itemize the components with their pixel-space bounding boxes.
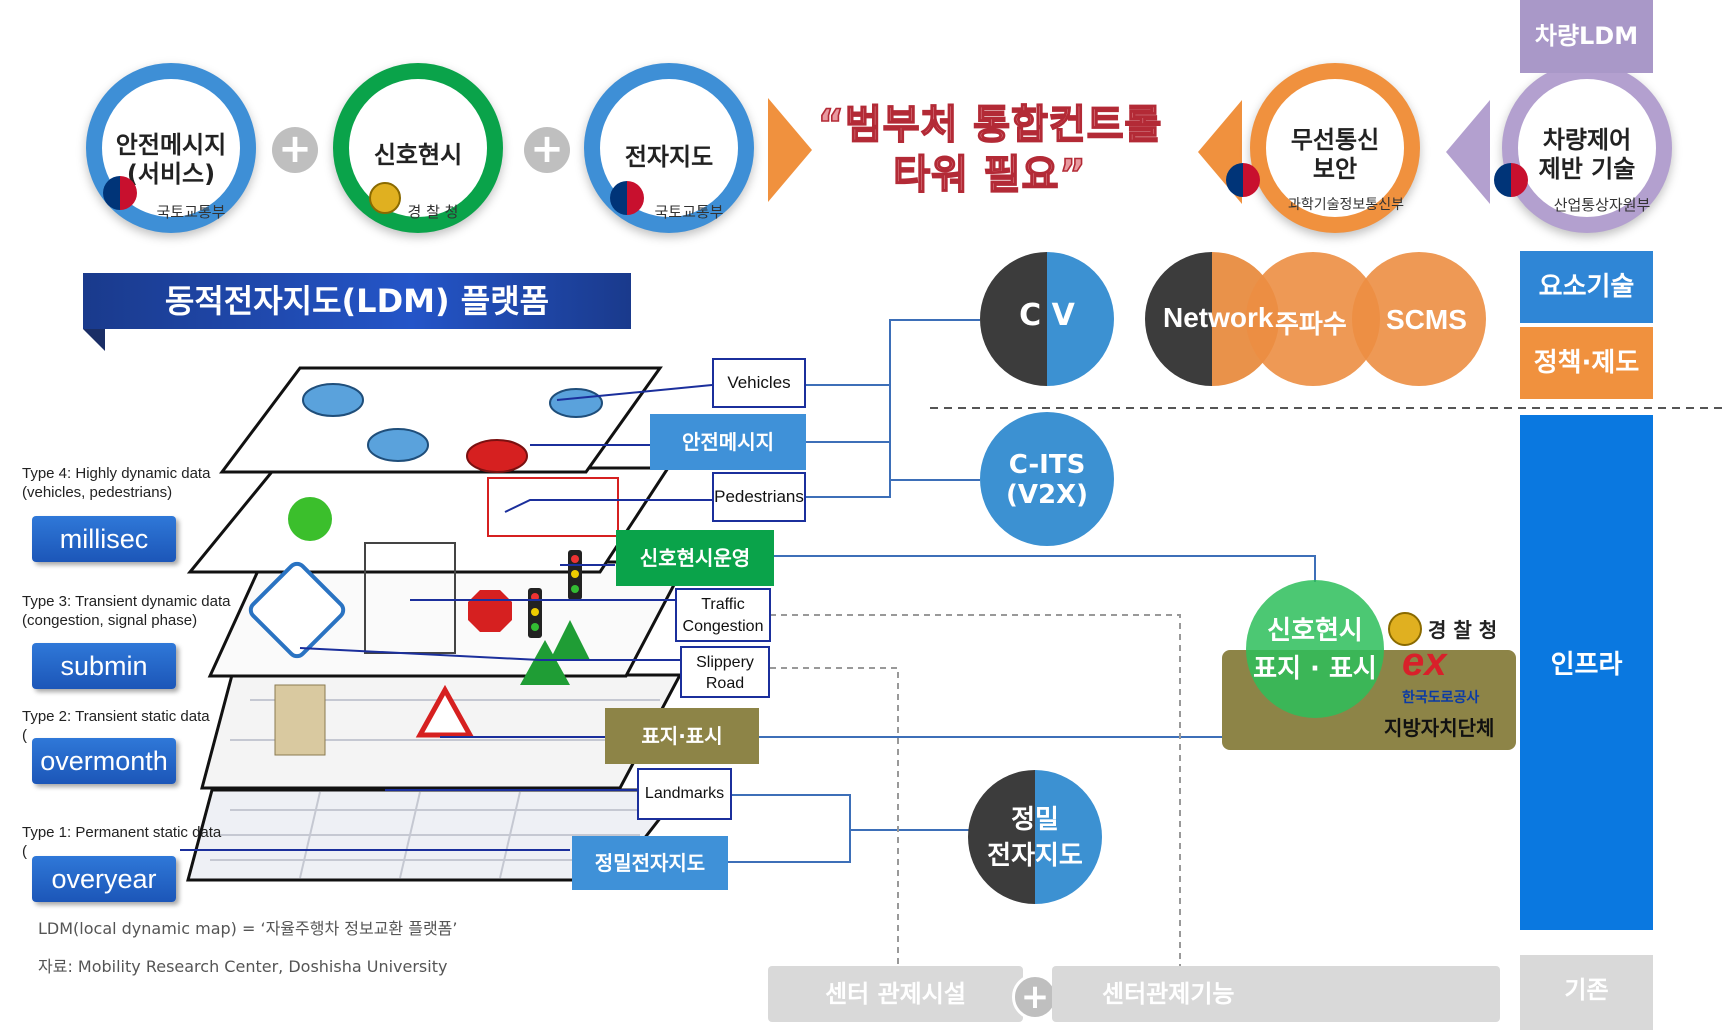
speed-overmonth: overmonth bbox=[32, 738, 176, 784]
circle-safety-message-title: 안전메시지 (서비스) bbox=[115, 131, 227, 188]
type4-label: Type 4: Highly dynamic data(vehicles, pe… bbox=[22, 465, 211, 501]
ministry-msit-label: 과학기술정보통신부 bbox=[1288, 197, 1404, 213]
center-facility-bar: 센터 관제시설 bbox=[768, 966, 1023, 1022]
banner-shadow bbox=[83, 329, 105, 351]
government-emblem-icon bbox=[1226, 163, 1260, 197]
label-vehicles: Vehicles bbox=[712, 358, 806, 408]
speed-submin: submin bbox=[32, 643, 176, 689]
car-ldm-box: 차량LDM bbox=[1520, 0, 1653, 73]
circle-wireless-security: 무선통신 보안 과학기술정보통신부 bbox=[1250, 63, 1420, 233]
ministry-motie-label: 산업통상자원부 bbox=[1553, 196, 1651, 214]
infra-box: 인프라 bbox=[1520, 415, 1653, 930]
cv-circle: C V bbox=[980, 252, 1114, 386]
government-emblem-icon bbox=[610, 181, 644, 215]
label-traffic-congestion: Traffic Congestion bbox=[675, 588, 771, 642]
circle-electronic-map: 전자지도 국토교통부 bbox=[584, 63, 754, 233]
cits-label: C-ITS (V2X) bbox=[1005, 450, 1089, 510]
ex-logo-icon: ex bbox=[1402, 640, 1447, 684]
element-tech-box: 요소기술 bbox=[1520, 251, 1653, 323]
circle-signal-phase-title: 신호현시 bbox=[373, 141, 463, 169]
circle-vehicle-control-title: 차량제어 제반 기술 bbox=[1538, 126, 1636, 183]
plus-icon: + bbox=[272, 127, 318, 173]
circle-vehicle-control: 차량제어 제반 기술 산업통상자원부 bbox=[1502, 63, 1672, 233]
type2-label: Type 2: Transient static data( bbox=[22, 708, 210, 744]
label-landmarks: Landmarks bbox=[637, 768, 732, 820]
label-slippery-road: Slippery Road bbox=[680, 646, 770, 698]
arrow-left-icon bbox=[1446, 100, 1490, 204]
police-agency-label: 경 찰 청 bbox=[1428, 618, 1498, 642]
police-emblem-icon bbox=[1388, 612, 1422, 646]
local-gov-label: 지방자치단체 bbox=[1384, 716, 1495, 740]
ministry-molit-label: 국토교통부 bbox=[654, 203, 724, 221]
government-emblem-icon bbox=[1494, 163, 1528, 197]
headline-control-tower: “범부처 통합컨트롤 타워 필요” bbox=[817, 101, 1163, 199]
ldm-definition-note: LDM(local dynamic map) = ‘자율주행차 정보교환 플랫폼… bbox=[38, 919, 458, 938]
frequency-label: 주파수 bbox=[1275, 310, 1347, 340]
existing-box: 기존 bbox=[1520, 955, 1653, 1030]
precise-map-circle: 정밀 전자지도 bbox=[968, 770, 1102, 904]
label-safety-message: 안전메시지 bbox=[650, 414, 806, 470]
signal-display-label: 신호현시 표지 · 표시 bbox=[1253, 616, 1377, 684]
cv-label: C V bbox=[1019, 298, 1075, 333]
network-label: Network bbox=[1163, 302, 1274, 333]
road-corp-label: 한국도로공사 bbox=[1402, 690, 1480, 706]
circle-signal-phase: 신호현시 경 찰 청 bbox=[333, 63, 503, 233]
label-precise-map: 정밀전자지도 bbox=[572, 836, 728, 890]
label-pedestrians: Pedestrians bbox=[712, 472, 806, 522]
speed-overyear: overyear bbox=[32, 856, 176, 902]
circle-wireless-security-title: 무선통신 보안 bbox=[1290, 126, 1380, 183]
government-emblem-icon bbox=[103, 176, 137, 210]
police-emblem-icon bbox=[369, 182, 401, 214]
circle-electronic-map-title: 전자지도 bbox=[624, 143, 714, 171]
ministry-molit-label: 국토교통부 bbox=[156, 203, 226, 221]
type3-label: Type 3: Transient dynamic data(congestio… bbox=[22, 593, 231, 629]
signal-display-circle: 신호현시 표지 · 표시 bbox=[1246, 580, 1384, 718]
label-signal-operation: 신호현시운영 bbox=[616, 530, 774, 586]
speed-millisec: millisec bbox=[32, 516, 176, 562]
scms-circle bbox=[1352, 252, 1486, 386]
scms-label: SCMS bbox=[1386, 304, 1467, 335]
center-function-bar: 센터관제기능 bbox=[1052, 966, 1500, 1022]
label-sign-display: 표지·표시 bbox=[605, 708, 759, 764]
ldm-platform-banner: 동적전자지도(LDM) 플랫폼 bbox=[83, 273, 631, 329]
type1-label: Type 1: Permanent static data( bbox=[22, 824, 222, 860]
source-note: 자료: Mobility Research Center, Doshisha U… bbox=[38, 957, 448, 976]
plus-icon: + bbox=[524, 127, 570, 173]
arrow-right-icon bbox=[768, 98, 812, 202]
policy-box: 정책·제도 bbox=[1520, 327, 1653, 399]
precise-map-circle-label: 정밀 전자지도 bbox=[987, 805, 1083, 871]
cits-circle: C-ITS (V2X) bbox=[980, 412, 1114, 546]
ministry-police-label: 경 찰 청 bbox=[407, 203, 459, 221]
